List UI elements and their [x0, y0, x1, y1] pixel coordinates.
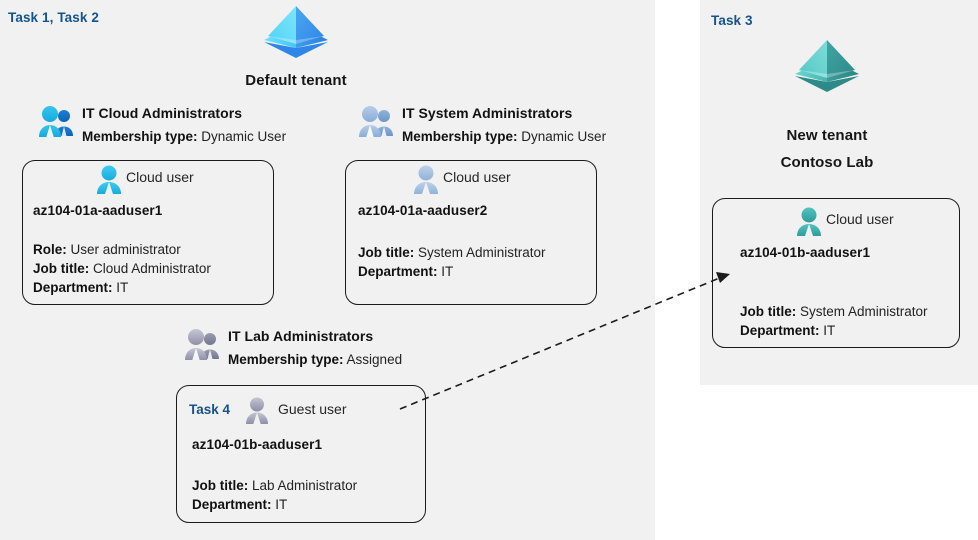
- group-it-lab-administrators: IT Lab Administrators Membership type: A…: [184, 328, 504, 374]
- users-group-icon: [184, 328, 222, 367]
- task-label-inline: Task 4: [189, 402, 231, 417]
- membership-label: Membership type:: [82, 129, 198, 144]
- card-attributes: Job title: Lab Administrator Department:…: [192, 476, 357, 514]
- card-attributes: Job title: System Administrator Departme…: [358, 243, 546, 281]
- group-title: IT Lab Administrators: [228, 328, 374, 344]
- task-label-right: Task 3: [711, 13, 753, 28]
- card-aaduser1b-guest[interactable]: [176, 385, 426, 523]
- card-username: az104-01b-aaduser1: [740, 245, 871, 260]
- attr-value: IT: [116, 280, 129, 295]
- new-tenant-pyramid-icon: [789, 36, 865, 109]
- card-aaduser1b-cloud[interactable]: [712, 198, 960, 348]
- group-membership: Membership type: Assigned: [228, 352, 402, 367]
- new-tenant-caption-line1: New tenant: [786, 127, 868, 144]
- group-title: IT Cloud Administrators: [82, 105, 243, 121]
- attr-label: Job title:: [33, 261, 90, 276]
- attr-value: System Administrator: [800, 304, 928, 319]
- group-it-system-administrators: IT System Administrators Membership type…: [358, 105, 658, 151]
- card-aaduser1-cloud[interactable]: [22, 160, 274, 305]
- group-title: IT System Administrators: [402, 105, 573, 121]
- cloud-user-icon: [95, 164, 123, 199]
- attr-value: IT: [441, 264, 454, 279]
- group-membership: Membership type: Dynamic User: [82, 129, 286, 144]
- attr-label: Job title:: [358, 245, 415, 260]
- new-tenant-caption-line2: Contoso Lab: [780, 154, 874, 171]
- card-usertype-label: Guest user: [278, 401, 347, 417]
- membership-value: Dynamic User: [201, 129, 287, 144]
- attr-label: Department:: [358, 264, 438, 279]
- task-label-left: Task 1, Task 2: [8, 10, 99, 25]
- membership-label: Membership type:: [228, 352, 344, 367]
- card-attributes: Role: User administrator Job title: Clou…: [33, 240, 211, 297]
- default-tenant-caption: Default tenant: [245, 72, 347, 89]
- attr-label: Department:: [192, 497, 272, 512]
- membership-label: Membership type:: [402, 129, 518, 144]
- attr-label: Department:: [740, 323, 820, 338]
- group-membership: Membership type: Dynamic User: [402, 129, 606, 144]
- card-usertype-label: Cloud user: [443, 169, 511, 185]
- membership-value: Dynamic User: [521, 129, 607, 144]
- cloud-user-icon: [412, 164, 440, 199]
- attr-row: Role: User administrator: [33, 240, 211, 259]
- attr-label: Job title:: [740, 304, 797, 319]
- users-group-icon: [358, 105, 396, 144]
- attr-value: Cloud Administrator: [93, 261, 211, 276]
- card-usertype-label: Cloud user: [126, 169, 194, 185]
- attr-value: Lab Administrator: [252, 478, 358, 493]
- membership-value: Assigned: [346, 352, 403, 367]
- attr-row: Department: IT: [192, 495, 357, 514]
- attr-row: Job title: Cloud Administrator: [33, 259, 211, 278]
- attr-row: Job title: System Administrator: [740, 302, 928, 321]
- attr-value: IT: [275, 497, 288, 512]
- left-tenant-panel: [0, 0, 655, 540]
- attr-value: User administrator: [70, 242, 181, 257]
- attr-row: Job title: System Administrator: [358, 243, 546, 262]
- attr-label: Department:: [33, 280, 113, 295]
- card-username: az104-01a-aaduser2: [358, 203, 488, 218]
- attr-row: Department: IT: [740, 321, 928, 340]
- attr-row: Job title: Lab Administrator: [192, 476, 357, 495]
- group-it-cloud-administrators: IT Cloud Administrators Membership type:…: [38, 105, 338, 151]
- guest-user-icon: [244, 396, 270, 429]
- card-attributes: Job title: System Administrator Departme…: [740, 302, 928, 340]
- cloud-user-icon: [795, 206, 823, 241]
- card-inline-task-and-usertype: Task 4: [189, 401, 240, 417]
- attr-value: System Administrator: [418, 245, 546, 260]
- card-usertype-label: Cloud user: [826, 211, 894, 227]
- attr-row: Department: IT: [358, 262, 546, 281]
- default-tenant-pyramid-icon: [256, 2, 336, 75]
- card-username: az104-01a-aaduser1: [33, 203, 163, 218]
- users-group-icon: [38, 105, 76, 144]
- attr-label: Job title:: [192, 478, 249, 493]
- attr-row: Department: IT: [33, 278, 211, 297]
- attr-value: IT: [823, 323, 836, 338]
- card-username: az104-01b-aaduser1: [192, 437, 323, 452]
- attr-label: Role:: [33, 242, 67, 257]
